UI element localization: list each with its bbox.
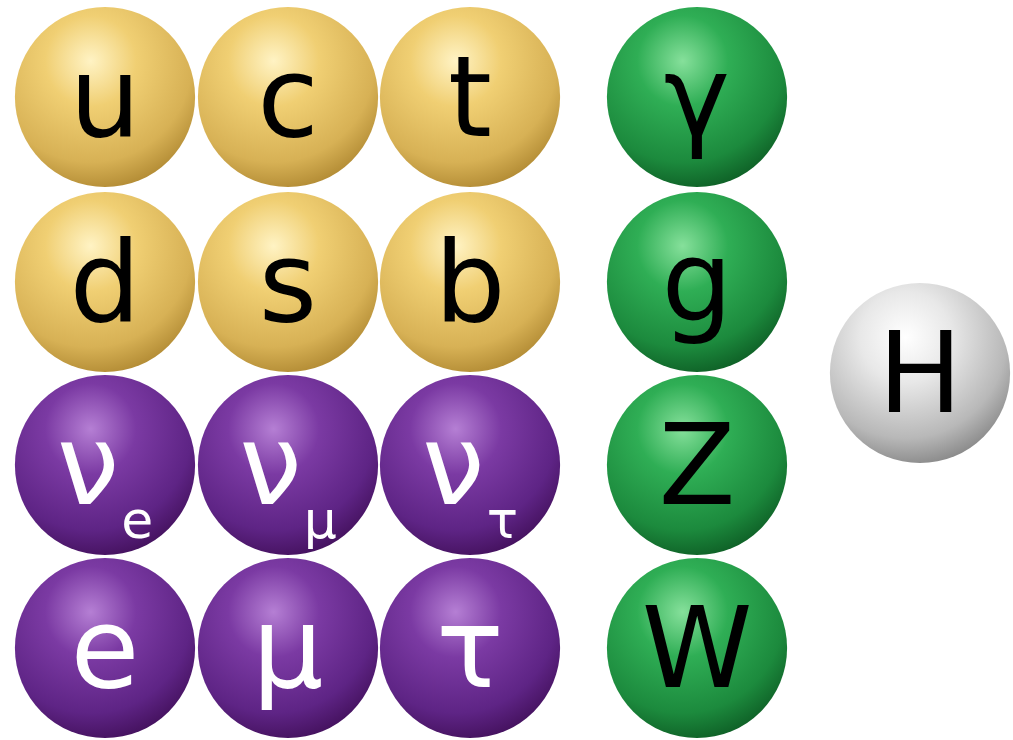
particle-symbol-group: Z: [659, 409, 736, 521]
particle-symbol: τ: [436, 583, 503, 713]
particle-symbol-group: s: [259, 226, 317, 338]
particle-symbol: W: [642, 583, 753, 713]
particle-symbol: b: [434, 217, 505, 347]
particle-symbol-group: u: [70, 41, 141, 153]
particle-symbol-group: H: [878, 317, 962, 429]
particle-circle: Z: [606, 374, 788, 556]
particle-symbol: e: [71, 583, 140, 713]
particle-symbol-group: c: [257, 41, 319, 153]
particle-symbol: ν: [239, 400, 302, 530]
particle-circle: W: [606, 557, 788, 739]
particle-circle: γ: [606, 6, 788, 188]
particle-symbol: γ: [664, 32, 730, 162]
particle-symbol: ν: [57, 400, 120, 530]
particle-circle: τ: [379, 557, 561, 739]
particle-symbol: μ: [252, 583, 323, 713]
particle-symbol-group: ντ: [422, 409, 518, 521]
particle-circle: u: [14, 6, 196, 188]
particle-circle: d: [14, 191, 196, 373]
particle-symbol: c: [257, 32, 319, 162]
particle-symbol-group: τ: [436, 592, 503, 704]
particle-circle: t: [379, 6, 561, 188]
particle-symbol-group: b: [434, 226, 505, 338]
particle-symbol: H: [878, 308, 962, 438]
particle-symbol: d: [69, 217, 140, 347]
particle-symbol: u: [70, 32, 141, 162]
particle-symbol-group: t: [448, 41, 492, 153]
particle-circle: νe: [14, 374, 196, 556]
particle-circle: H: [829, 282, 1011, 464]
particle-symbol-group: μ: [252, 592, 323, 704]
particle-subscript: τ: [487, 490, 518, 550]
particle-symbol-group: γ: [664, 41, 730, 153]
particle-symbol: s: [259, 217, 317, 347]
particle-symbol: ν: [422, 400, 485, 530]
particle-circle: c: [197, 6, 379, 188]
particle-symbol: g: [661, 217, 732, 347]
particle-symbol-group: νμ: [239, 409, 337, 521]
particle-circle: b: [379, 191, 561, 373]
particle-circle: ντ: [379, 374, 561, 556]
particle-symbol: Z: [659, 400, 736, 530]
particle-symbol-group: d: [69, 226, 140, 338]
particle-symbol-group: νe: [57, 409, 154, 521]
particle-subscript: e: [121, 490, 153, 550]
particle-circle: s: [197, 191, 379, 373]
particle-symbol-group: g: [661, 226, 732, 338]
particle-subscript: μ: [304, 490, 337, 550]
particle-symbol-group: W: [642, 592, 753, 704]
particle-symbol-group: e: [71, 592, 140, 704]
particle-circle: e: [14, 557, 196, 739]
particle-circle: νμ: [197, 374, 379, 556]
particle-circle: g: [606, 191, 788, 373]
particle-circle: μ: [197, 557, 379, 739]
particle-symbol: t: [448, 32, 492, 162]
